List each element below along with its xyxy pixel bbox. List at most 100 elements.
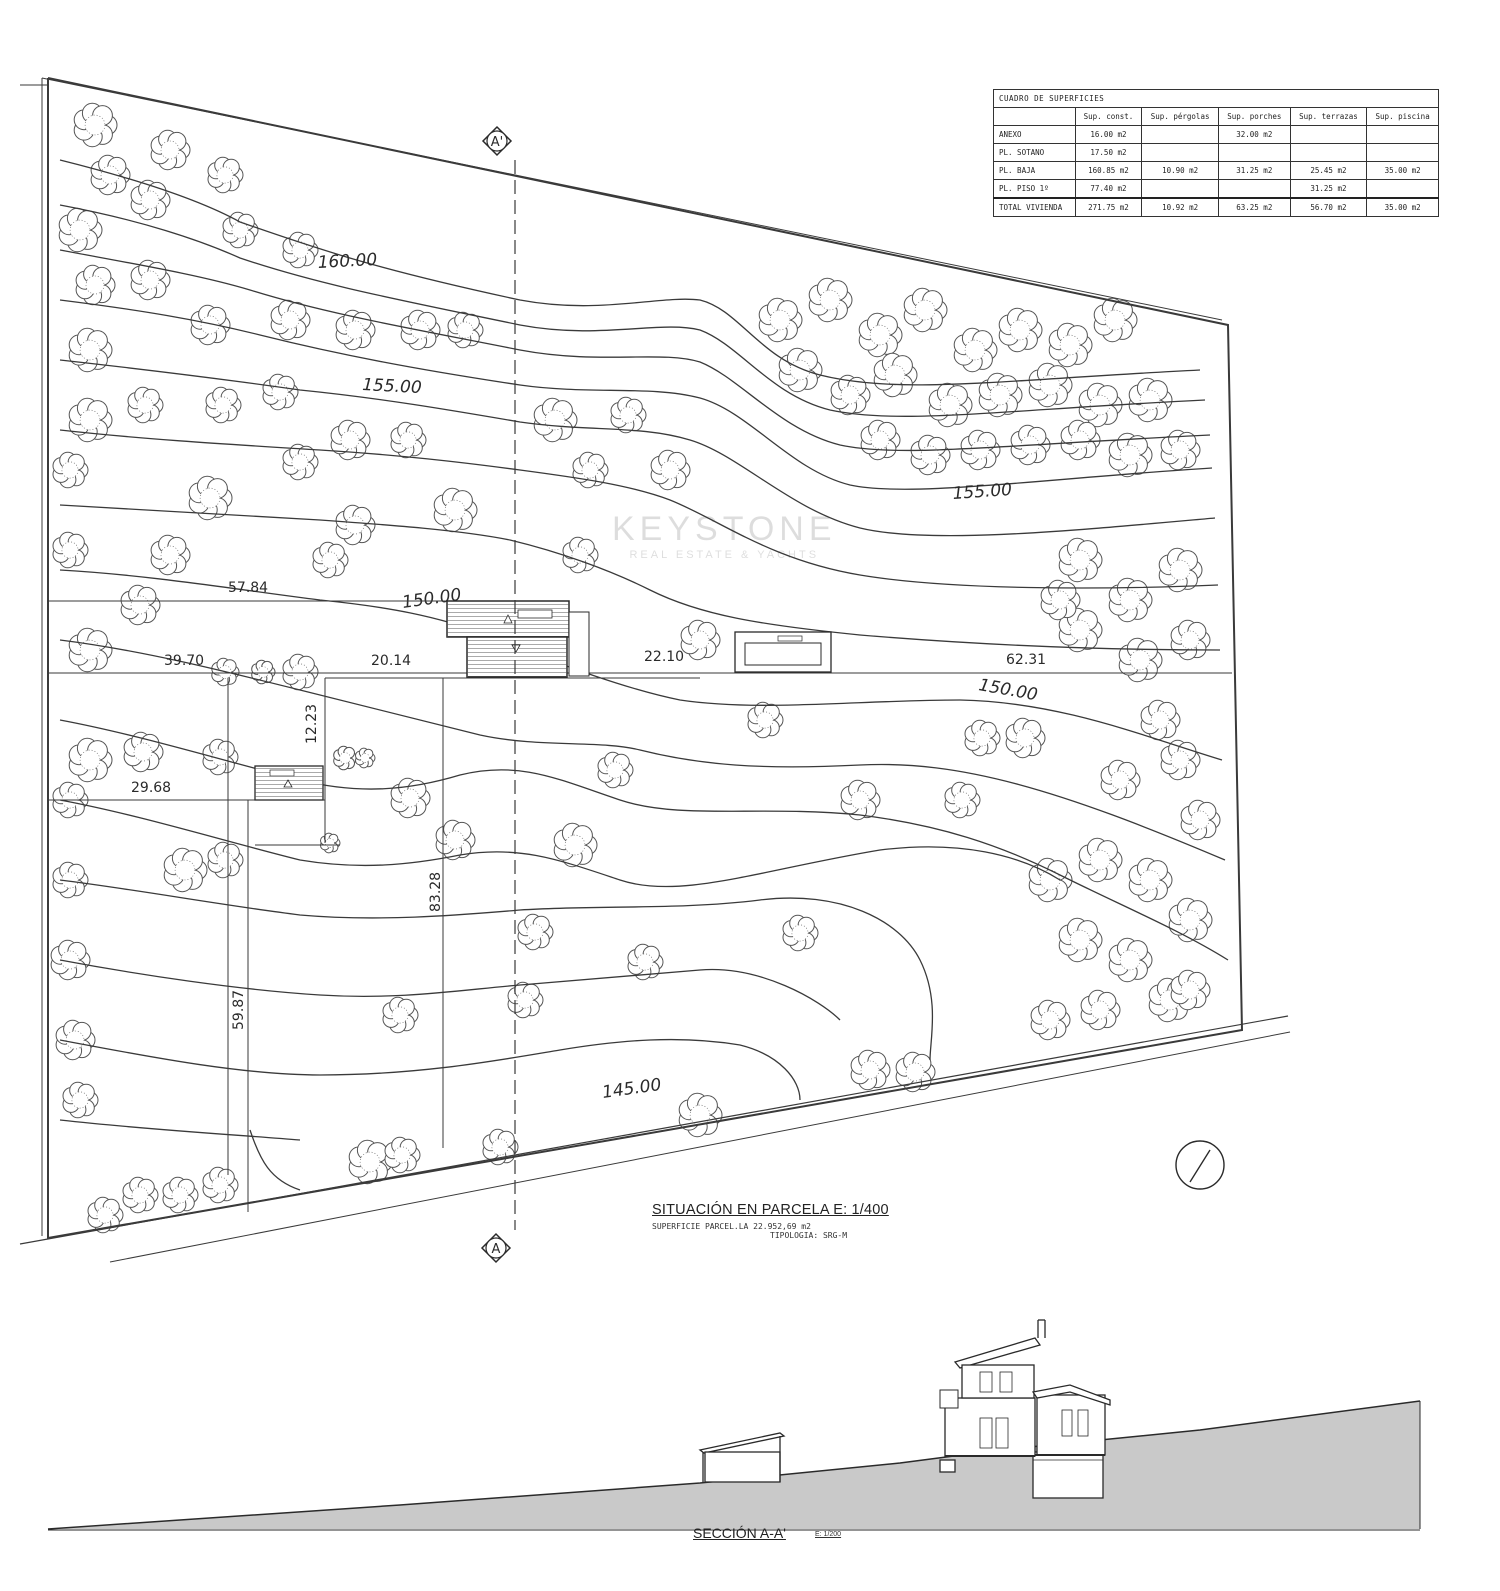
tree-icon bbox=[1080, 989, 1121, 1031]
tree-icon bbox=[190, 304, 231, 346]
tree-icon bbox=[678, 1092, 723, 1138]
tree-icon bbox=[1108, 432, 1153, 478]
tree-icon bbox=[123, 731, 164, 773]
tree-icon bbox=[390, 421, 427, 459]
watermark: KEYSTONE REAL ESTATE & YACHTS bbox=[612, 510, 837, 561]
tree-icon bbox=[68, 737, 113, 783]
tree-icon bbox=[1058, 917, 1103, 963]
table-cell: 10.92 m2 bbox=[1141, 197, 1219, 217]
tree-icon bbox=[597, 751, 634, 789]
tree-icon bbox=[122, 1176, 159, 1214]
table-cell: 35.00 m2 bbox=[1366, 197, 1439, 217]
table-row-total: TOTAL VIVIENDA 271.75 m2 10.92 m2 63.25 … bbox=[993, 197, 1439, 217]
table-row: ANEXO 16.00 m2 32.00 m2 bbox=[993, 125, 1439, 144]
tree-icon bbox=[435, 819, 476, 861]
tree-icon bbox=[840, 779, 881, 821]
table-cell bbox=[1217, 179, 1291, 199]
tree-icon bbox=[1158, 547, 1203, 593]
section-marker-bottom: A bbox=[480, 1232, 512, 1264]
site-plan-title: SITUACIÓN EN PARCELA E: 1/400 bbox=[652, 1202, 889, 1218]
tree-icon bbox=[447, 311, 484, 349]
tree-icon bbox=[860, 419, 901, 461]
tree-icon bbox=[1160, 739, 1201, 781]
tree-icon bbox=[382, 996, 419, 1034]
tree-icon bbox=[978, 372, 1023, 418]
section-marker-top: A' bbox=[481, 125, 513, 157]
tree-icon bbox=[52, 451, 89, 489]
table-cell: 32.00 m2 bbox=[1217, 125, 1291, 144]
table-cell: 25.45 m2 bbox=[1289, 161, 1368, 180]
dimension-59-87: 59.87 bbox=[231, 990, 247, 1030]
tree-icon bbox=[507, 981, 544, 1019]
tree-icon bbox=[270, 299, 311, 341]
table-cell bbox=[1289, 125, 1368, 144]
contour-label-160: 160.00 bbox=[317, 250, 377, 273]
tree-icon bbox=[1108, 577, 1153, 623]
tree-icon bbox=[1005, 717, 1046, 759]
tree-icon bbox=[553, 822, 598, 868]
tree-icon bbox=[650, 449, 691, 491]
tree-icon bbox=[433, 487, 478, 533]
contour-label-155-left: 155.00 bbox=[362, 375, 422, 398]
surface-table-title: CUADRO DE SUPERFICIES bbox=[993, 89, 1439, 108]
surface-table-col-const: Sup. const. bbox=[1074, 107, 1143, 126]
tree-icon bbox=[1078, 382, 1123, 428]
tree-icon bbox=[627, 943, 664, 981]
tree-icon bbox=[1060, 419, 1101, 461]
row-label: PL. BAJA bbox=[993, 161, 1076, 180]
tree-icon bbox=[850, 1049, 891, 1091]
dimension-12-23: 12.23 bbox=[304, 704, 320, 744]
tree-icon bbox=[222, 211, 259, 249]
table-cell: 77.40 m2 bbox=[1074, 179, 1143, 199]
dimension-83-28: 83.28 bbox=[428, 872, 444, 912]
table-cell bbox=[1289, 143, 1368, 162]
site-plan-title-block: SITUACIÓN EN PARCELA E: 1/400 SUPERFICIE… bbox=[652, 1202, 889, 1240]
tree-icon bbox=[964, 719, 1001, 757]
tree-icon bbox=[903, 287, 948, 333]
tree-icon bbox=[1028, 362, 1073, 408]
tree-icon bbox=[562, 536, 599, 574]
tree-icon bbox=[1058, 537, 1103, 583]
tree-icon bbox=[150, 534, 191, 576]
tree-icon bbox=[205, 386, 242, 424]
annex-footprint bbox=[254, 765, 324, 801]
tree-icon bbox=[1170, 969, 1211, 1011]
tree-icon bbox=[778, 347, 823, 393]
tree-icon bbox=[202, 1166, 239, 1204]
tree-icon bbox=[390, 777, 431, 819]
parcel-boundary bbox=[19, 77, 1291, 1263]
tree-icon bbox=[68, 627, 113, 673]
tree-icon bbox=[1100, 759, 1141, 801]
house-footprint bbox=[446, 600, 590, 678]
surface-table-header-row: Sup. const. Sup. pérgolas Sup. porches S… bbox=[993, 107, 1439, 126]
tree-icon bbox=[207, 156, 244, 194]
table-cell: 31.25 m2 bbox=[1217, 161, 1291, 180]
tree-icon bbox=[333, 745, 358, 771]
section-annex bbox=[698, 1432, 786, 1483]
tree-icon bbox=[335, 504, 376, 546]
tree-icon bbox=[320, 832, 341, 854]
table-cell: 17.50 m2 bbox=[1074, 143, 1143, 162]
tree-icon bbox=[782, 914, 819, 952]
watermark-main: KEYSTONE bbox=[612, 510, 837, 548]
table-cell bbox=[1366, 179, 1439, 199]
section-drawing bbox=[47, 1319, 1421, 1531]
tree-icon bbox=[75, 264, 116, 306]
table-row: PL. PISO 1º 77.40 m2 31.25 m2 bbox=[993, 179, 1439, 199]
tree-icon bbox=[998, 307, 1043, 353]
surface-table: CUADRO DE SUPERFICIES Sup. const. Sup. p… bbox=[993, 89, 1439, 217]
tree-icon bbox=[758, 297, 803, 343]
parcel-surface: SUPERFICIE PARCEL.LA 22.952,69 m2 bbox=[652, 1222, 811, 1231]
row-label: PL. PISO 1º bbox=[993, 179, 1076, 199]
tree-icon bbox=[130, 179, 171, 221]
section-title: SECCIÓN A-A' bbox=[693, 1525, 786, 1541]
tree-icon bbox=[944, 781, 981, 819]
tree-icon bbox=[384, 1136, 421, 1174]
tree-icon bbox=[58, 207, 103, 253]
tree-icon bbox=[90, 154, 131, 196]
tree-icon bbox=[517, 913, 554, 951]
surface-table-col-terrazas: Sup. terrazas bbox=[1289, 107, 1368, 126]
tree-icon bbox=[482, 1128, 519, 1166]
surface-table-col-pergolas: Sup. pérgolas bbox=[1141, 107, 1219, 126]
